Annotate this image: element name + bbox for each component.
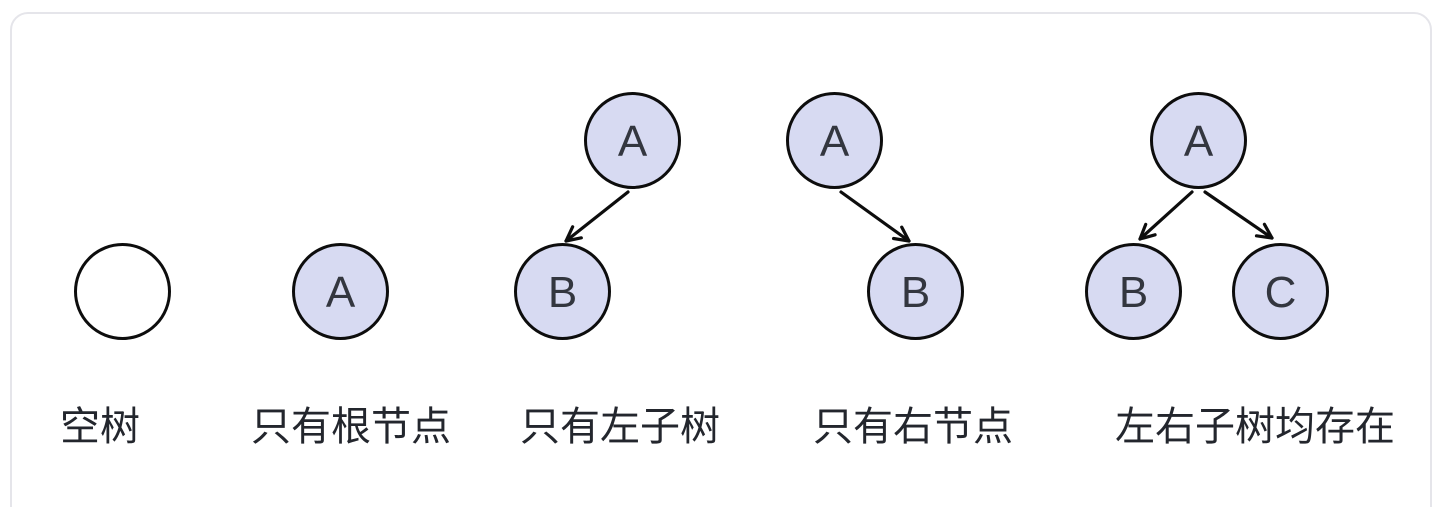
node-empty xyxy=(74,243,171,340)
caption-both-subtrees: 左右子树均存在 xyxy=(1115,405,1395,449)
node-left-tree-b: B xyxy=(514,243,611,340)
caption-only-left-subtree: 只有左子树 xyxy=(520,405,720,449)
node-label: C xyxy=(1264,267,1297,317)
caption-empty-tree: 空树 xyxy=(60,405,140,449)
node-right-tree-a: A xyxy=(786,92,883,189)
node-root-a: A xyxy=(292,243,389,340)
node-both-tree-b: B xyxy=(1085,243,1182,340)
node-label: A xyxy=(1183,116,1214,166)
node-label: B xyxy=(1118,267,1149,317)
node-both-tree-c: C xyxy=(1232,243,1329,340)
node-label: B xyxy=(547,267,578,317)
node-both-tree-a: A xyxy=(1150,92,1247,189)
node-label: A xyxy=(819,116,850,166)
node-label: A xyxy=(617,116,648,166)
node-right-tree-b: B xyxy=(867,243,964,340)
node-label: A xyxy=(325,267,356,317)
node-left-tree-a: A xyxy=(584,92,681,189)
node-label: B xyxy=(900,267,931,317)
caption-only-right-node: 只有右节点 xyxy=(813,405,1013,449)
caption-only-root: 只有根节点 xyxy=(251,405,451,449)
